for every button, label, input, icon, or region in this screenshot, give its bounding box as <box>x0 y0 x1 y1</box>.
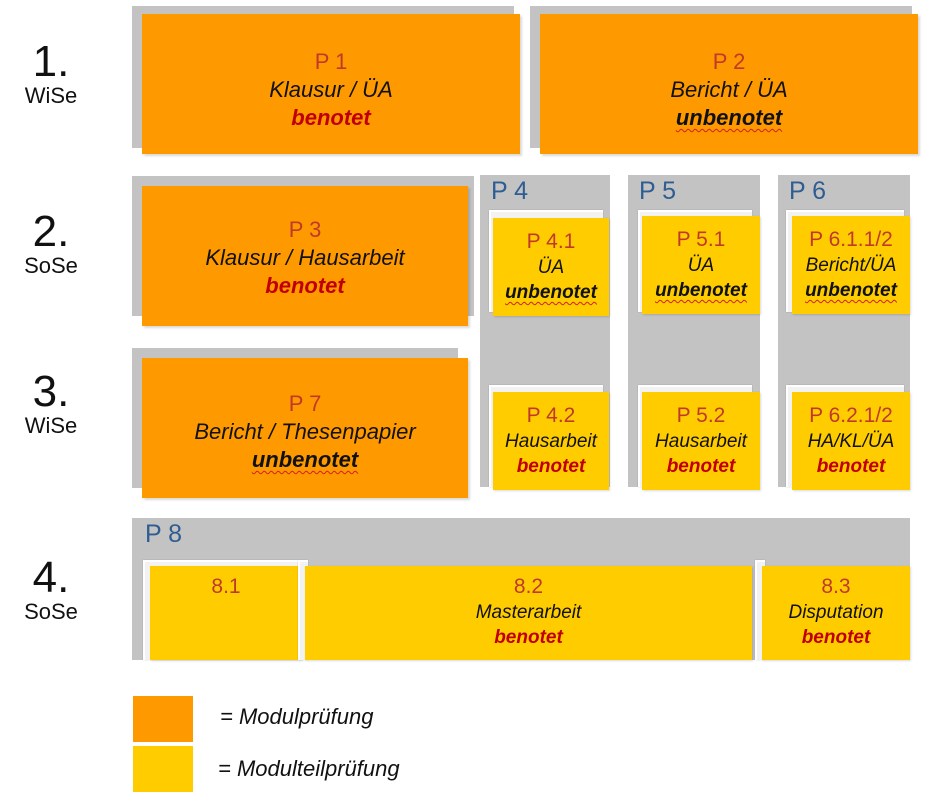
module-code: P 4.1 <box>526 230 576 253</box>
module-code: P 4.2 <box>526 404 576 427</box>
exam-type: Klausur / ÜA <box>269 77 393 102</box>
part-card-shadow <box>755 560 765 660</box>
exam-type: Klausur / Hausarbeit <box>205 245 405 270</box>
exam-type: Bericht / ÜA <box>670 77 788 102</box>
grading: unbenotet <box>505 282 597 303</box>
module-part-8-3: 8.3 Disputation benotet <box>762 566 910 660</box>
semester-3: 3. WiSe <box>3 370 99 438</box>
module-code: P 7 <box>288 391 322 416</box>
grading: unbenotet <box>655 280 747 301</box>
module-code: P 3 <box>288 217 322 242</box>
module-part-p4-1: P 4.1 ÜA unbenotet <box>493 218 609 316</box>
module-code: P 1 <box>314 49 348 74</box>
semester-number: 4. <box>32 553 70 602</box>
module-p7: P 7 Bericht / Thesenpapier unbenotet <box>142 358 468 498</box>
module-code: P 5.2 <box>676 404 726 427</box>
module-part-p6-1: P 6.1.1/2 Bericht/ÜA unbenotet <box>792 216 910 314</box>
grading: benotet <box>666 456 736 477</box>
legend-swatch-modulteilpruefung <box>133 746 193 792</box>
module-p2: P 2 Bericht / ÜA unbenotet <box>540 14 918 154</box>
semester-label: SoSe <box>24 599 78 624</box>
module-p3: P 3 Klausur / Hausarbeit benotet <box>142 186 468 326</box>
grading: benotet <box>494 627 563 648</box>
exam-type: Hausarbeit <box>505 431 597 452</box>
module-code: 8.2 <box>513 575 544 598</box>
exam-type: HA/KL/ÜA <box>807 431 895 452</box>
grading: unbenotet <box>251 447 359 472</box>
module-part-p6-2: P 6.2.1/2 HA/KL/ÜA benotet <box>792 392 910 490</box>
semester-2: 2. SoSe <box>3 210 99 278</box>
grading: benotet <box>291 105 371 130</box>
exam-type: Disputation <box>788 602 884 623</box>
module-part-8-1: 8.1 <box>150 566 302 660</box>
module-code: P 6.2.1/2 <box>809 404 893 427</box>
semester-number: 2. <box>32 207 70 256</box>
module-part-8-2: 8.2 Masterarbeit benotet <box>305 566 752 660</box>
exam-type: ÜA <box>537 257 565 278</box>
group-title: P 8 <box>145 520 183 548</box>
grading: benotet <box>516 456 586 477</box>
semester-number: 1. <box>32 37 70 86</box>
semester-label: WiSe <box>24 413 78 438</box>
semester-label: SoSe <box>24 253 78 278</box>
legend-label-modulteilpruefung: = Modulteilprüfung <box>218 756 400 781</box>
module-part-p5-1: P 5.1 ÜA unbenotet <box>642 216 760 314</box>
grading: benotet <box>816 456 886 477</box>
legend-swatch-modulpruefung <box>133 696 193 742</box>
grading: unbenotet <box>675 105 783 130</box>
exam-type: ÜA <box>687 255 715 276</box>
group-title: P 6 <box>789 177 827 205</box>
module-p1: P 1 Klausur / ÜA benotet <box>142 14 520 154</box>
semester-label: WiSe <box>24 83 78 108</box>
grading: unbenotet <box>805 280 897 301</box>
semester-1: 1. WiSe <box>3 40 99 108</box>
exam-type: Masterarbeit <box>475 602 582 623</box>
module-part-p4-2: P 4.2 Hausarbeit benotet <box>493 392 609 490</box>
legend-label-modulpruefung: = Modulprüfung <box>220 704 374 729</box>
module-code: P 2 <box>712 49 746 74</box>
exam-type: Hausarbeit <box>655 431 747 452</box>
exam-type: Bericht / Thesenpapier <box>194 419 416 444</box>
module-part-p5-2: P 5.2 Hausarbeit benotet <box>642 392 760 490</box>
group-title: P 5 <box>639 177 677 205</box>
part-card-shadow <box>298 560 308 660</box>
grading: benotet <box>801 627 871 648</box>
module-code: 8.3 <box>821 575 851 598</box>
semester-number: 3. <box>32 367 70 416</box>
semester-4: 4. SoSe <box>3 556 99 624</box>
module-code: 8.1 <box>211 575 241 598</box>
module-code: P 5.1 <box>676 228 726 251</box>
exam-type: Bericht/ÜA <box>805 255 897 276</box>
grading: benotet <box>265 273 345 298</box>
group-title: P 4 <box>491 177 529 205</box>
module-code: P 6.1.1/2 <box>809 228 893 251</box>
